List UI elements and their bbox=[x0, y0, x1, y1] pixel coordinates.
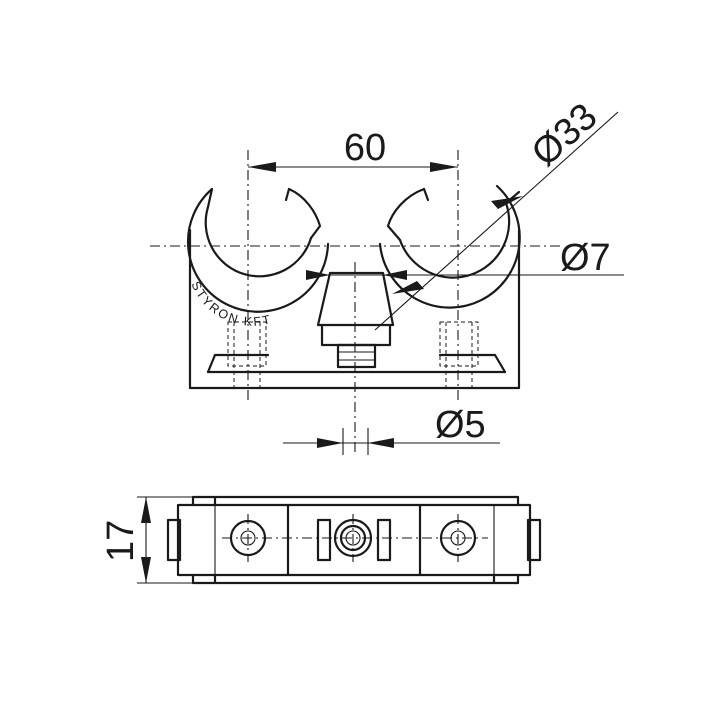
left-clip-tip-right bbox=[287, 187, 322, 240]
dim-60-label: 60 bbox=[344, 127, 386, 169]
top-view: 17 bbox=[100, 495, 542, 585]
left-clip-ring-outer bbox=[186, 187, 330, 313]
right-clip-ring-outer bbox=[378, 184, 521, 309]
dim-d7-arrow-left bbox=[306, 270, 330, 280]
top-view-tab-left bbox=[166, 518, 182, 562]
dim-17-arrow-top bbox=[141, 497, 151, 523]
center-hub bbox=[316, 271, 395, 327]
dim-d5-arrow-left bbox=[317, 438, 343, 448]
dim-d5-arrow-right bbox=[368, 438, 394, 448]
right-clip-tip-left-edge bbox=[422, 187, 430, 202]
left-clip-ring-inner bbox=[204, 205, 313, 278]
top-view-tab-center-right bbox=[376, 518, 392, 562]
top-view-body bbox=[176, 503, 532, 577]
top-view-tab-right bbox=[526, 518, 542, 562]
left-bore-hidden-inner bbox=[233, 322, 261, 390]
center-hub-lower bbox=[320, 323, 392, 347]
engraved-label: STYRON KFT bbox=[188, 279, 273, 329]
dim-d33-arrow-upper bbox=[491, 196, 523, 209]
top-view-bottom-flange bbox=[191, 573, 520, 585]
dim-17-label: 17 bbox=[100, 520, 142, 562]
left-bore-hidden bbox=[227, 321, 267, 367]
clip-base-top-edge bbox=[206, 353, 507, 374]
left-clip-tip-right-edge bbox=[284, 187, 291, 202]
dim-d7-arrow-right bbox=[383, 270, 407, 280]
top-view-top-flange bbox=[191, 495, 520, 507]
right-clip-tip-left bbox=[386, 187, 426, 242]
dim-60-arrow-left bbox=[248, 162, 276, 172]
left-clip-tip-left bbox=[206, 187, 214, 209]
dim-d33-arrow-lower bbox=[392, 281, 424, 294]
dim-d33-leader bbox=[374, 111, 619, 331]
right-bore-hidden-inner bbox=[445, 322, 473, 390]
center-hole-section bbox=[336, 343, 377, 369]
dim-60-arrow-right bbox=[430, 162, 458, 172]
dim-d7-label: Ø7 bbox=[560, 237, 611, 279]
dim-d33-label: Ø33 bbox=[524, 95, 605, 174]
dim-17-arrow-bottom bbox=[141, 557, 151, 583]
front-view: STYRON KFT 60 Ø33 Ø7 Ø5 bbox=[150, 95, 624, 455]
dim-d5-label: Ø5 bbox=[435, 404, 486, 446]
right-bore-hidden bbox=[439, 321, 479, 367]
top-view-tab-center-left bbox=[316, 518, 332, 562]
right-clip-ring-inner bbox=[398, 201, 511, 279]
